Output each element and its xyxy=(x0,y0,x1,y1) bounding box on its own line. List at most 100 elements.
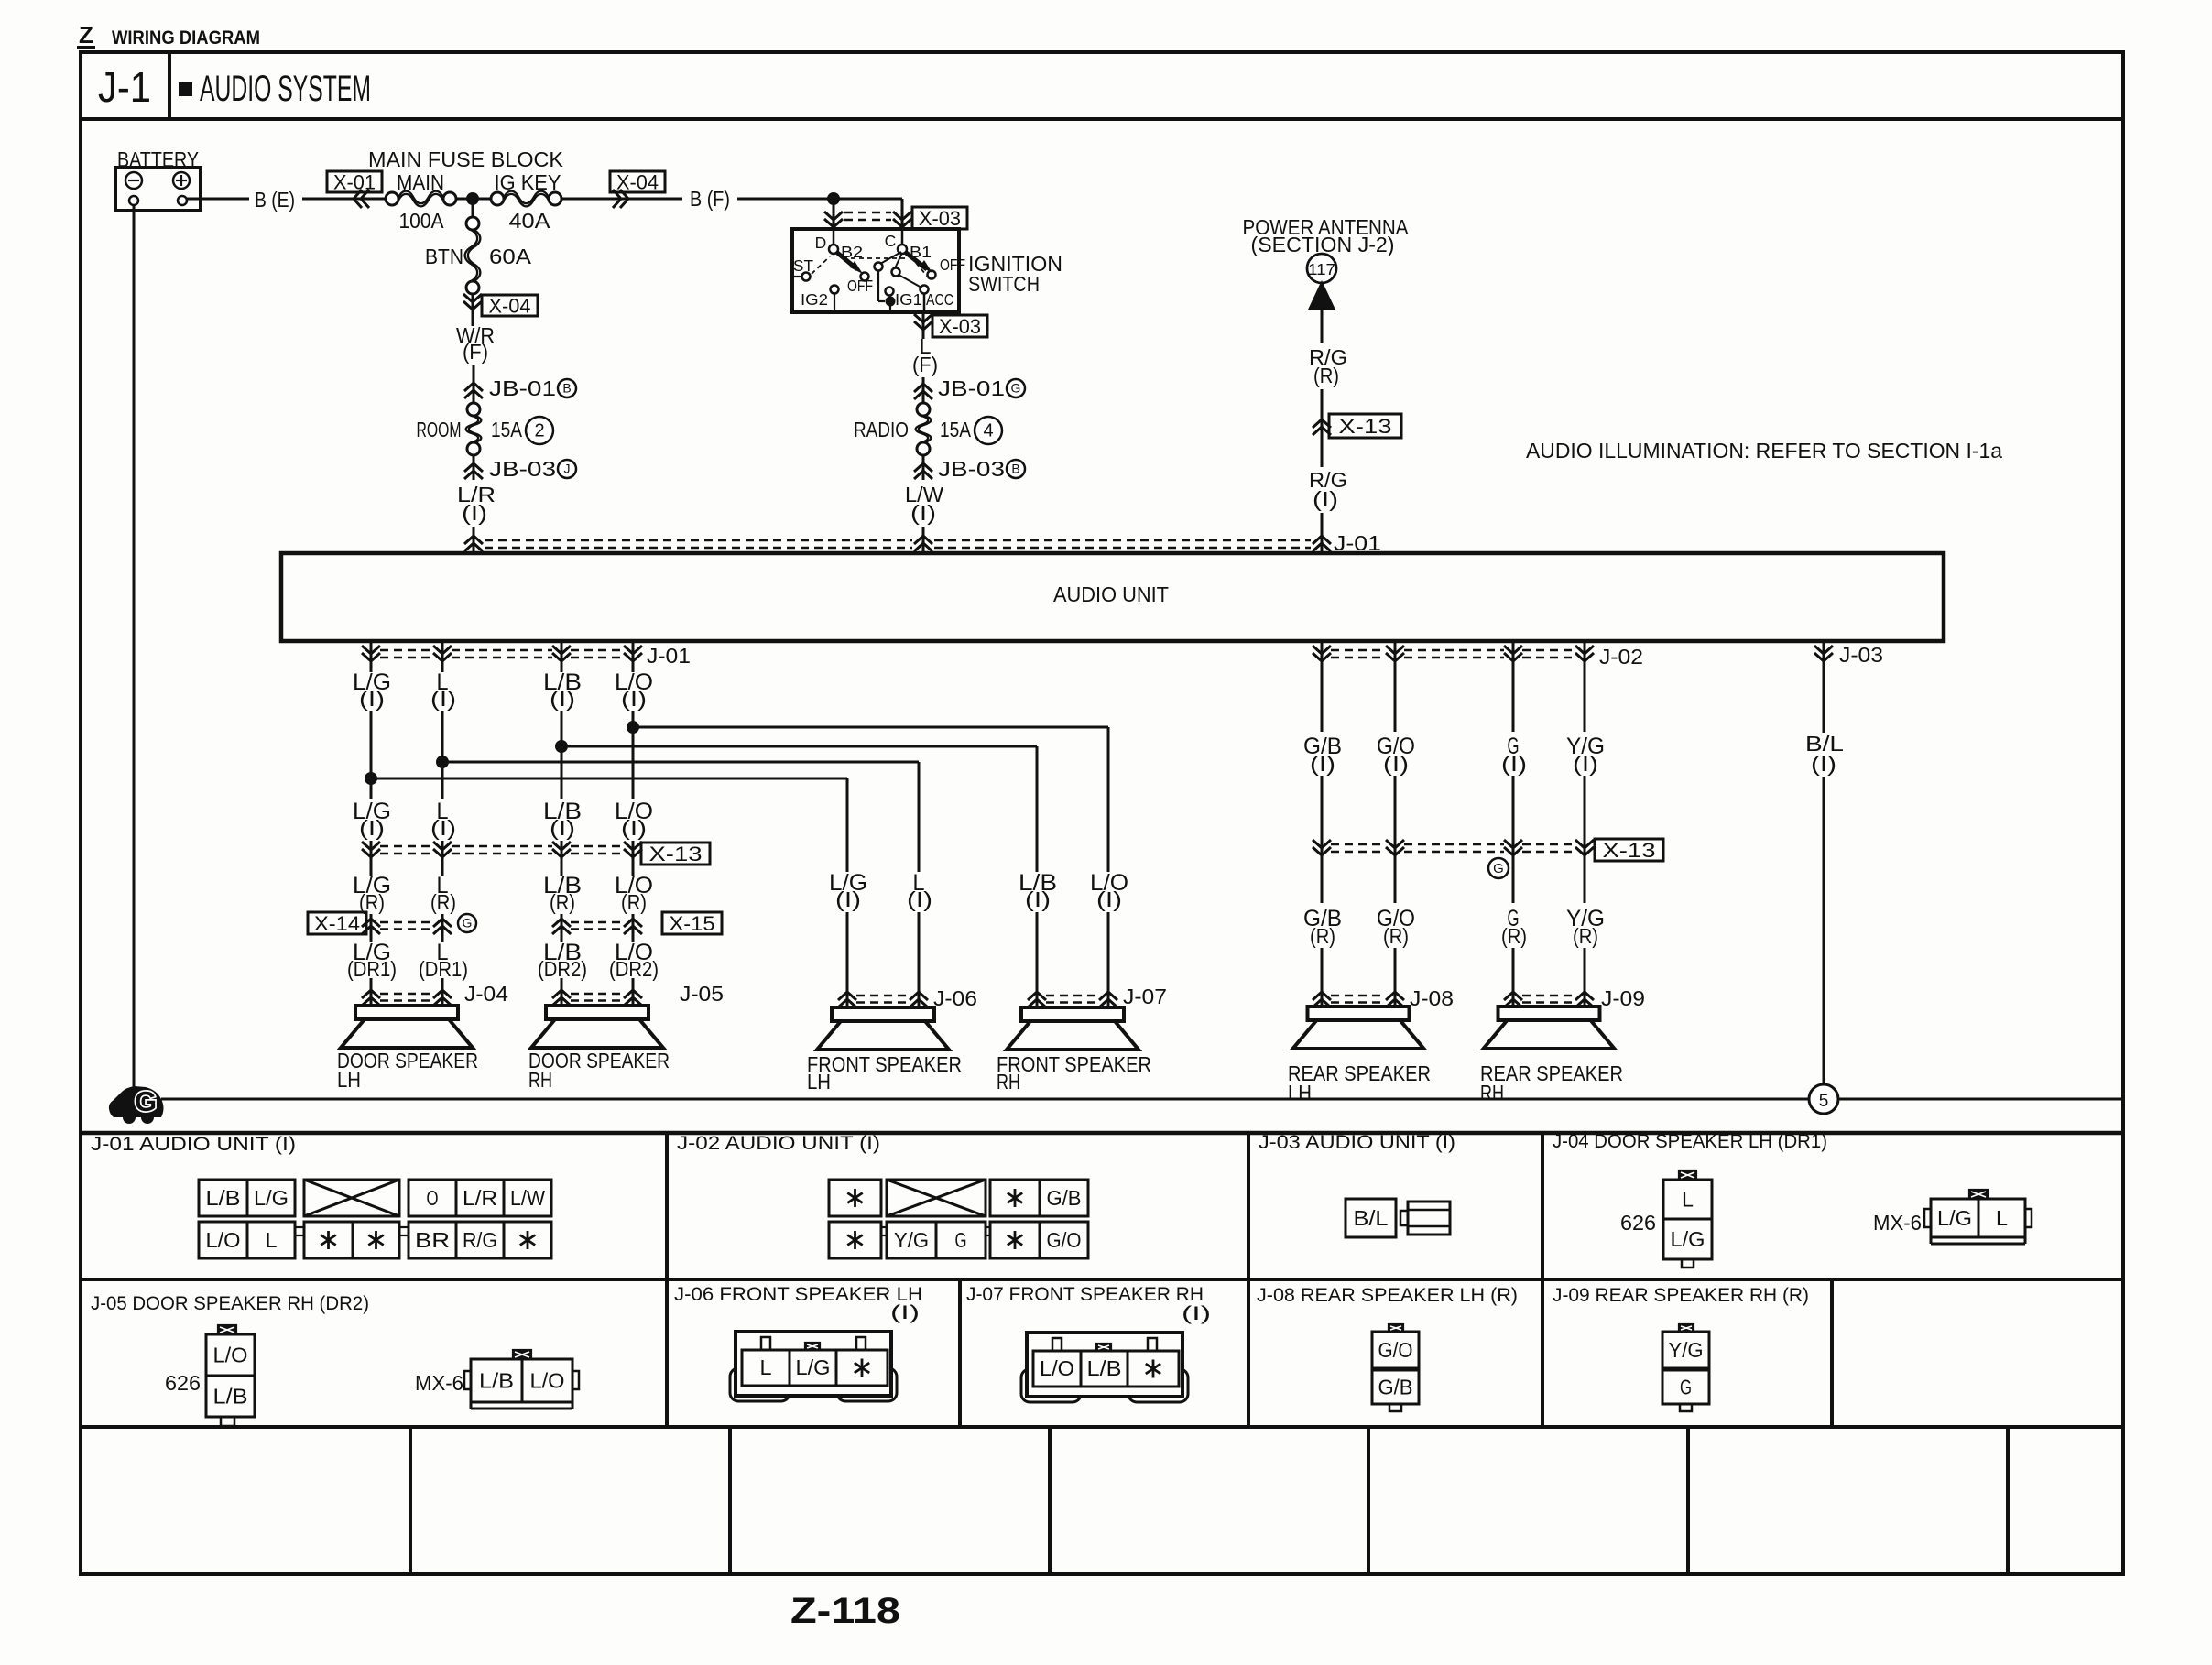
svg-text:(R): (R) xyxy=(1313,364,1339,387)
svg-text:626: 626 xyxy=(1620,1211,1656,1235)
svg-text:(I): (I) xyxy=(359,816,385,840)
svg-text:(DR1): (DR1) xyxy=(419,957,468,981)
svg-text:G: G xyxy=(463,916,473,930)
svg-text:J-09: J-09 xyxy=(1601,986,1645,1010)
svg-text:(R): (R) xyxy=(1501,924,1527,948)
svg-text:L: L xyxy=(437,799,449,824)
svg-text:X-01: X-01 xyxy=(333,171,376,194)
svg-text:J-01: J-01 xyxy=(647,644,691,668)
svg-text:(I): (I) xyxy=(890,1302,920,1323)
svg-text:(I): (I) xyxy=(1501,752,1527,776)
svg-text:L/G: L/G xyxy=(1671,1227,1705,1251)
svg-text:15A: 15A xyxy=(491,418,523,441)
svg-text:L/B: L/B xyxy=(543,799,582,824)
svg-text:J-03 AUDIO UNIT (I): J-03 AUDIO UNIT (I) xyxy=(1259,1132,1455,1153)
svg-text:(I): (I) xyxy=(1573,752,1598,776)
svg-text:L/O: L/O xyxy=(530,1369,565,1393)
svg-text:G/O: G/O xyxy=(1377,734,1415,759)
svg-text:J-05: J-05 xyxy=(680,982,724,1006)
svg-text:LH: LH xyxy=(1288,1081,1312,1105)
svg-text:L/B: L/B xyxy=(543,669,582,695)
svg-text:G: G xyxy=(1493,861,1504,876)
svg-text:L/G: L/G xyxy=(353,940,391,965)
svg-text:FRONT SPEAKER: FRONT SPEAKER xyxy=(997,1052,1151,1076)
svg-text:WIRING DIAGRAM: WIRING DIAGRAM xyxy=(112,27,260,49)
svg-text:J-01 AUDIO UNIT (I): J-01 AUDIO UNIT (I) xyxy=(91,1134,296,1155)
svg-text:X-13: X-13 xyxy=(1339,415,1392,438)
svg-text:G: G xyxy=(955,1228,967,1252)
svg-text:L/R: L/R xyxy=(463,1186,497,1210)
svg-text:J-03: J-03 xyxy=(1839,643,1883,667)
svg-text:15A: 15A xyxy=(940,418,972,441)
svg-text:MAIN FUSE BLOCK: MAIN FUSE BLOCK xyxy=(368,147,564,171)
svg-text:L: L xyxy=(913,870,925,896)
svg-text:(DR2): (DR2) xyxy=(609,957,659,981)
svg-text:L/B: L/B xyxy=(543,873,582,898)
svg-text:L/O: L/O xyxy=(1090,870,1128,896)
svg-text:L/O: L/O xyxy=(213,1344,248,1367)
svg-text:(I): (I) xyxy=(1313,487,1338,511)
svg-text:L/B: L/B xyxy=(1087,1356,1122,1380)
svg-text:L/G: L/G xyxy=(353,873,391,898)
svg-text:L/G: L/G xyxy=(829,870,867,896)
svg-text:ST: ST xyxy=(793,256,813,275)
svg-text:J-07 FRONT SPEAKER RH: J-07 FRONT SPEAKER RH xyxy=(966,1284,1204,1305)
svg-text:AUDIO UNIT: AUDIO UNIT xyxy=(1053,582,1169,606)
svg-text:L/B: L/B xyxy=(543,940,582,965)
svg-text:J-06 FRONT SPEAKER LH: J-06 FRONT SPEAKER LH xyxy=(674,1284,922,1305)
svg-text:Z-118: Z-118 xyxy=(790,1591,900,1631)
svg-text:L: L xyxy=(1682,1188,1694,1212)
svg-text:(I): (I) xyxy=(1182,1303,1211,1324)
svg-text:L: L xyxy=(437,669,449,695)
svg-text:(R): (R) xyxy=(550,890,575,914)
svg-text:J-01: J-01 xyxy=(1334,531,1381,555)
svg-text:100A: 100A xyxy=(399,209,445,233)
svg-text:OFF: OFF xyxy=(847,277,873,295)
svg-text:BR: BR xyxy=(415,1228,450,1252)
svg-text:J-04: J-04 xyxy=(464,982,508,1006)
svg-text:Y/G: Y/G xyxy=(1669,1338,1704,1362)
svg-text:AUDIO SYSTEM: AUDIO SYSTEM xyxy=(200,69,371,109)
svg-text:MX-6: MX-6 xyxy=(415,1371,463,1395)
svg-text:L/B: L/B xyxy=(206,1186,241,1210)
svg-text:AUDIO ILLUMINATION: REFER TO S: AUDIO ILLUMINATION: REFER TO SECTION I-1… xyxy=(1526,439,2002,462)
svg-text:L/O: L/O xyxy=(206,1228,241,1252)
svg-text:(I): (I) xyxy=(1096,887,1122,911)
svg-text:X-14: X-14 xyxy=(314,912,360,935)
svg-text:L: L xyxy=(760,1355,772,1379)
svg-text:G: G xyxy=(1508,734,1520,759)
svg-text:J-07: J-07 xyxy=(1123,985,1167,1008)
svg-text:G: G xyxy=(1011,381,1021,396)
svg-text:DOOR SPEAKER: DOOR SPEAKER xyxy=(337,1049,478,1072)
svg-text:B/L: B/L xyxy=(1805,732,1844,756)
svg-text:(I): (I) xyxy=(550,687,575,711)
svg-text:(R): (R) xyxy=(1310,924,1335,948)
svg-text:J-09 REAR SPEAKER RH (R): J-09 REAR SPEAKER RH (R) xyxy=(1553,1285,1809,1306)
svg-text:L: L xyxy=(437,873,449,898)
svg-text:4: 4 xyxy=(983,421,993,441)
svg-text:(I): (I) xyxy=(550,816,575,840)
svg-text:(I): (I) xyxy=(907,887,932,911)
svg-text:(I): (I) xyxy=(359,687,385,711)
svg-text:IG KEY: IG KEY xyxy=(495,170,561,194)
svg-text:W/R: W/R xyxy=(456,323,495,347)
svg-text:SWITCH: SWITCH xyxy=(968,272,1040,296)
svg-text:L: L xyxy=(920,334,932,358)
svg-text:5: 5 xyxy=(1819,1092,1829,1111)
svg-text:JB-03: JB-03 xyxy=(489,457,556,481)
svg-text:REAR SPEAKER: REAR SPEAKER xyxy=(1480,1061,1623,1085)
svg-text:J: J xyxy=(564,462,571,476)
svg-text:R/G: R/G xyxy=(1309,345,1347,369)
svg-text:J-06: J-06 xyxy=(933,986,977,1010)
svg-text:(DR1): (DR1) xyxy=(347,957,397,981)
svg-text:(I): (I) xyxy=(430,687,456,711)
svg-text:R/G: R/G xyxy=(1309,468,1347,492)
svg-text:(I): (I) xyxy=(1025,887,1051,911)
svg-text:L/O: L/O xyxy=(615,799,653,824)
svg-text:G/O: G/O xyxy=(1047,1228,1082,1252)
svg-text:2: 2 xyxy=(534,421,544,441)
svg-text:L/G: L/G xyxy=(796,1355,831,1379)
svg-text:(R): (R) xyxy=(430,890,456,914)
svg-text:RADIO: RADIO xyxy=(854,418,909,441)
svg-text:L/G: L/G xyxy=(353,799,391,824)
